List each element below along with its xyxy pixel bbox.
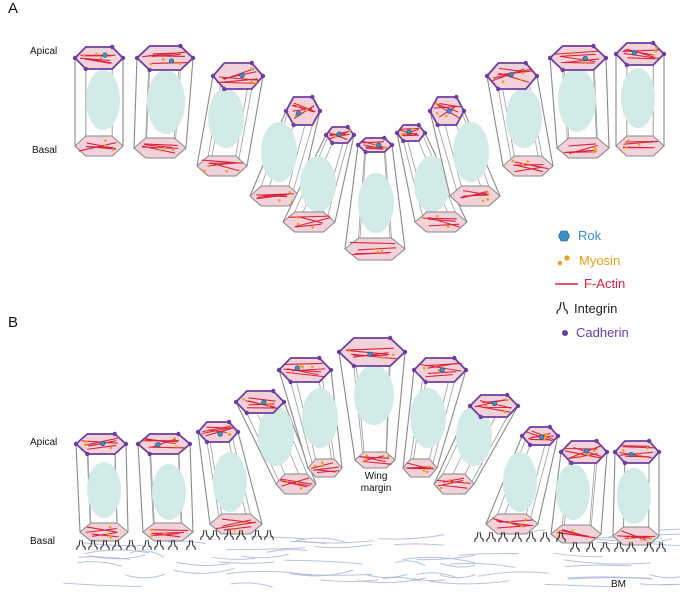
panel-label-b: B	[8, 314, 19, 331]
apical-label-b: Apical	[30, 437, 58, 448]
basal-label-a: Basal	[32, 145, 58, 156]
legend-cadherin-label: Cadherin	[576, 325, 629, 340]
apical-label-a: Apical	[30, 46, 58, 57]
basal-label-b: Basal	[30, 536, 56, 547]
legend-factin-label: F-Actin	[584, 276, 626, 291]
legend-rok-label: Rok	[578, 228, 602, 243]
panel-b-cells	[73, 335, 666, 553]
basement-membrane	[63, 528, 680, 588]
wing-margin-line-1: Wing	[364, 471, 388, 482]
legend-myosin-label: Myosin	[579, 253, 621, 268]
wing-margin-line-2: margin	[360, 483, 392, 494]
bm-label: BM	[611, 579, 626, 590]
panel-a-cells	[72, 40, 667, 261]
legend-integrin-label: Integrin	[574, 301, 618, 316]
legend-icons	[555, 230, 578, 336]
wing-margin-label: Wing margin	[346, 471, 406, 495]
panel-label-a: A	[8, 0, 19, 17]
